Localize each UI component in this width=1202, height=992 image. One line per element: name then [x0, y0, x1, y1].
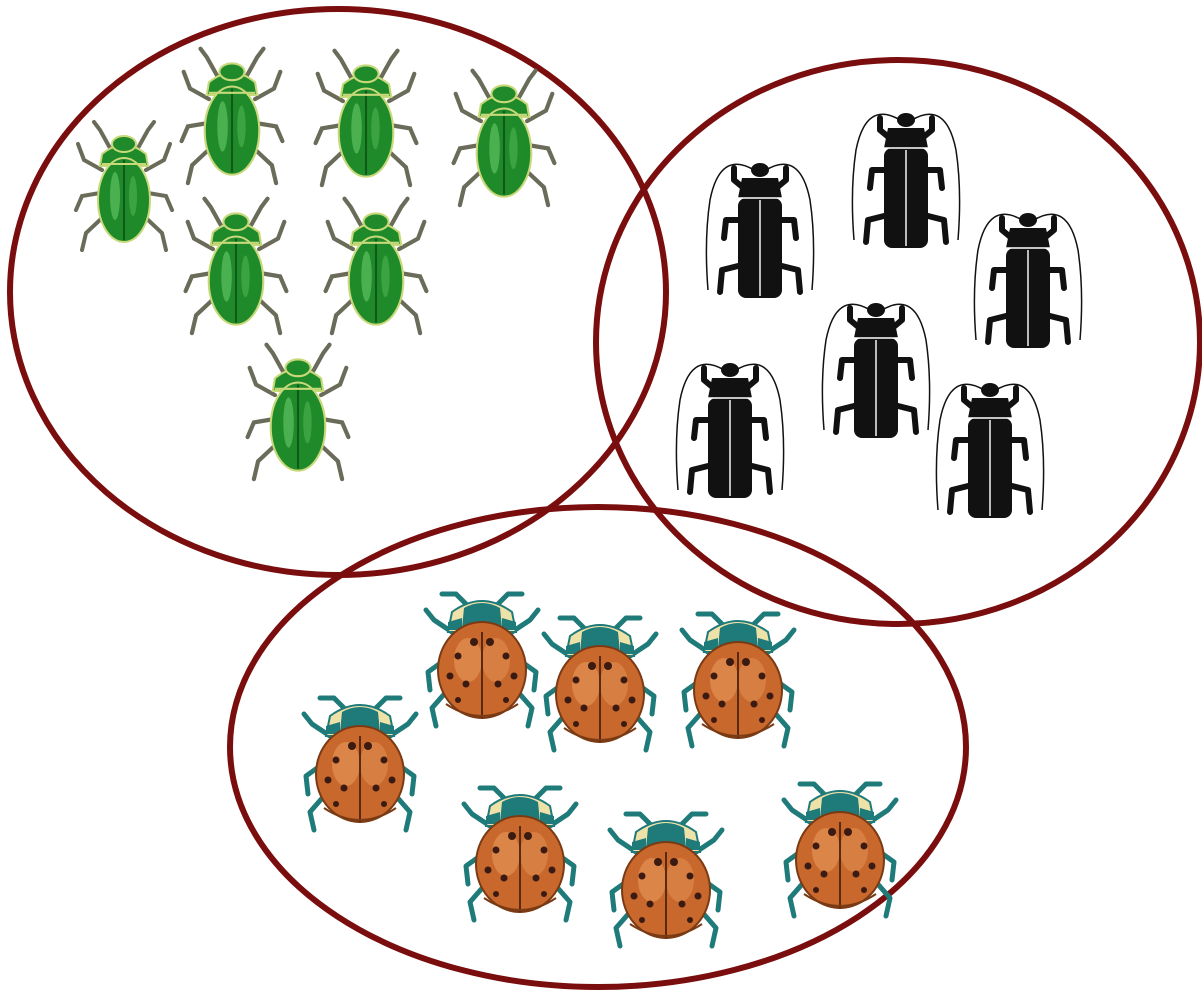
background — [0, 0, 1202, 992]
venn-diagram — [0, 0, 1202, 992]
